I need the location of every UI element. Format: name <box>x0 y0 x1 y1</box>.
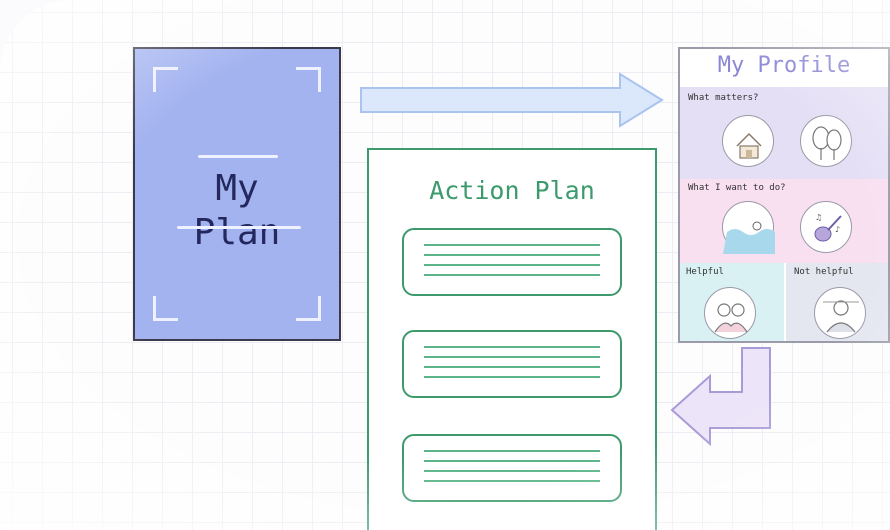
text-line <box>424 264 600 266</box>
text-line <box>424 366 600 368</box>
frame-corner <box>296 67 321 92</box>
action-item[interactable] <box>402 434 622 502</box>
action-plan-card[interactable]: Action Plan <box>367 148 657 530</box>
my-profile-card[interactable]: My Profile What matters? What <box>678 47 890 343</box>
house-icon <box>722 115 774 167</box>
frame-corner <box>153 296 178 321</box>
section-label: What I want to do? <box>688 183 786 193</box>
text-line <box>424 376 600 378</box>
what-matters-section: What matters? <box>680 87 888 179</box>
trees-icon <box>800 115 852 167</box>
text-line <box>424 450 600 452</box>
my-plan-title-line2: Plan <box>193 212 281 253</box>
title-underline <box>198 155 278 158</box>
section-label: What matters? <box>688 93 759 103</box>
action-item[interactable] <box>402 228 622 296</box>
text-line <box>424 254 600 256</box>
svg-text:♫: ♫ <box>815 213 822 222</box>
svg-text:♪: ♪ <box>835 225 840 234</box>
want-to-do-section: What I want to do? ♪ ♫ <box>680 179 888 263</box>
my-plan-title-line1: My <box>215 168 259 209</box>
text-line <box>424 480 600 482</box>
text-line <box>424 346 600 348</box>
text-line <box>424 460 600 462</box>
helpful-people-icon <box>704 287 756 339</box>
text-line <box>424 274 600 276</box>
my-plan-card[interactable]: My Plan <box>133 47 341 341</box>
text-line <box>424 244 600 246</box>
section-label: Not helpful <box>794 267 854 277</box>
frame-corner <box>296 296 321 321</box>
profile-title: My Profile <box>717 53 851 78</box>
my-plan-title: My Plan <box>135 167 339 255</box>
not-helpful-section: Not helpful <box>786 263 888 341</box>
frame-corner <box>153 67 178 92</box>
swimming-icon <box>722 201 775 254</box>
text-line <box>424 470 600 472</box>
text-line <box>424 356 600 358</box>
section-label: Helpful <box>686 267 724 277</box>
helpful-section: Helpful <box>680 263 784 341</box>
title-underline <box>177 226 301 229</box>
action-item[interactable] <box>402 330 622 398</box>
not-helpful-people-icon <box>814 287 866 339</box>
action-plan-title: Action Plan <box>429 176 595 205</box>
guitar-icon: ♪ ♫ <box>800 201 852 253</box>
